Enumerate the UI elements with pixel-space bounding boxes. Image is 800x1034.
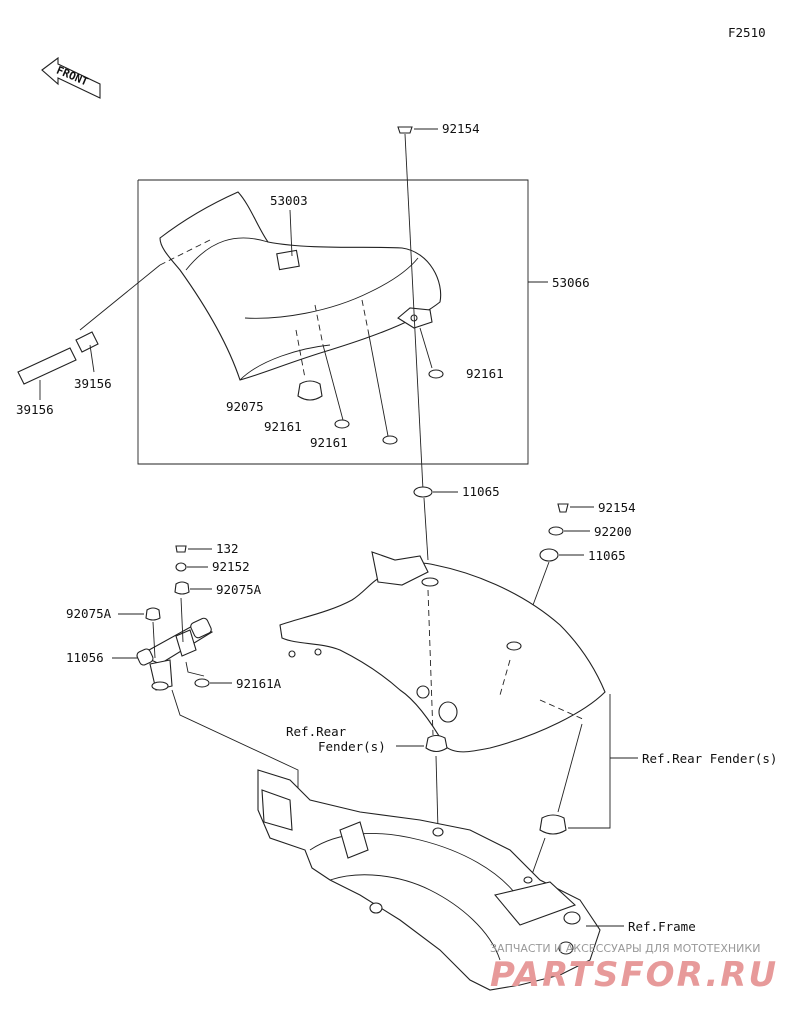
diagram-id: F2510 [728,25,766,40]
washer-11065-a [413,486,433,498]
callout-92154-b: 92154 [598,500,636,515]
front-arrow-icon: FRONT [41,56,101,99]
damper-92075A-b [145,607,161,621]
damper-92075A-a [174,581,190,595]
washer-11065-b [539,548,559,562]
callout-53003: 53003 [270,193,308,208]
callout-39156-a: 39156 [74,376,112,391]
watermark-tagline: ЗАПЧАСТИ И АКСЕССУАРЫ ДЛЯ МОТОТЕХНИКИ [490,942,760,955]
seat-group-frame [137,179,529,465]
callout-92075: 92075 [226,399,264,414]
callout-11065-a: 11065 [462,484,500,499]
callout-ref-rear-2: Fender(s) [318,739,386,754]
callout-92161-b: 92161 [264,419,302,434]
callout-ref-frame: Ref.Frame [628,919,696,934]
nut-92161-b [334,419,350,429]
bolt-92154-top [397,126,413,134]
callout-92075A-b: 92075A [66,606,112,621]
bracket-11056 [136,617,214,691]
callout-39156-b: 39156 [16,402,54,417]
callout-92075A-a: 92075A [216,582,262,597]
strap-39156 [17,331,99,385]
callout-132: 132 [216,541,239,556]
nut-92152 [175,562,187,572]
washer-92200 [548,526,564,536]
callout-92161-c: 92161 [310,435,348,450]
callout-92161A: 92161A [236,676,282,691]
callout-11056: 11056 [66,650,104,665]
seat-label-plate [276,249,300,271]
bolt-92154-b [557,503,569,513]
callout-92154-top: 92154 [442,121,480,136]
callout-11065-b: 11065 [588,548,626,563]
frame [257,769,601,991]
callout-ref-rear-1: Ref.Rear [286,724,347,739]
damper-92075 [297,380,323,401]
callout-92152: 92152 [212,559,250,574]
callout-92200: 92200 [594,524,632,539]
watermark-logo: PARTSFOR.RU [490,955,778,995]
callout-53066: 53066 [552,275,590,290]
callout-92161-a: 92161 [466,366,504,381]
nut-92161A [194,678,210,688]
nut-92161-c [382,435,398,445]
bolt-132 [175,545,187,553]
rear-fender [279,551,606,753]
nut-92161-a [428,369,444,379]
seat-assembly [159,191,442,381]
callout-ref-rear-fenders: Ref.Rear Fender(s) [642,751,777,766]
